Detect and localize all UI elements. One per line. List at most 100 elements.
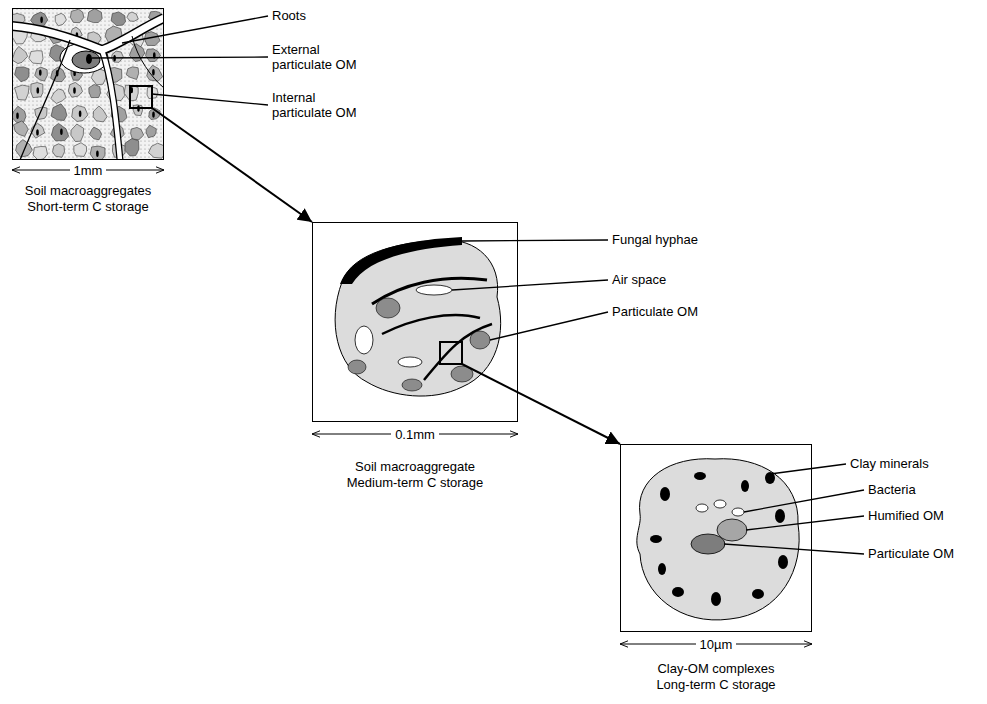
soil-aggregate <box>51 123 68 140</box>
soil-aggregate <box>129 44 144 62</box>
dimension-lines <box>12 170 812 644</box>
soil-aggregate <box>90 127 102 140</box>
root-outline <box>102 50 120 160</box>
callout-label: Internal particulate OM <box>272 90 370 120</box>
soil-aggregate <box>53 144 65 158</box>
dimension-label: 1mm <box>70 163 107 178</box>
soil-aggregate <box>131 127 144 139</box>
soil-aggregate <box>74 143 87 157</box>
zoom-inset <box>130 86 152 108</box>
particulate-om <box>691 534 725 554</box>
soil-aggregate <box>16 140 33 158</box>
organic-fragment <box>73 87 76 93</box>
air-space <box>416 285 452 295</box>
panel-caption: Soil macroaggregate <box>355 459 475 474</box>
dimension-label: 10µm <box>696 637 737 652</box>
bacteria <box>696 500 744 516</box>
soil-aggregate <box>35 67 48 81</box>
root-outline <box>12 18 164 50</box>
soil-aggregate <box>68 82 82 97</box>
callout-label: Particulate OM <box>612 304 698 319</box>
soil-aggregate <box>70 9 83 23</box>
panel-frame: Clay-OM complexesLong-term C storage <box>620 444 812 632</box>
soil-matrix <box>12 8 164 160</box>
soil-aggregate <box>29 51 43 64</box>
soil-aggregate <box>14 121 29 136</box>
organic-fragment <box>152 111 155 117</box>
organic-fragment <box>37 87 40 93</box>
complex <box>637 459 799 620</box>
soil-aggregate <box>15 67 29 82</box>
organic-fragment <box>40 17 43 23</box>
soil-aggregate <box>51 89 66 104</box>
soil-aggregate <box>31 83 43 98</box>
zoom-arrow <box>462 364 620 444</box>
callout-label: External particulate OM <box>272 42 370 72</box>
macroaggregate-illustration <box>335 237 501 396</box>
soil-aggregate <box>149 143 165 158</box>
soil-aggregate <box>33 147 47 161</box>
zoom-arrow <box>152 108 312 222</box>
zoom-inset <box>440 342 462 364</box>
organic-fragment <box>60 129 63 135</box>
organic-fragment <box>16 113 19 119</box>
organic-fragment <box>36 129 39 135</box>
panel-frame: Soil macroaggregatesShort-term C storage <box>12 8 164 160</box>
particulate-om <box>470 331 490 349</box>
soil-aggregate <box>127 12 138 21</box>
soil-aggregate <box>55 13 66 25</box>
callout-label: Roots <box>272 8 306 23</box>
panel-caption: Clay-OM complexes <box>657 661 774 676</box>
soil-aggregate <box>126 67 138 80</box>
soil-aggregate <box>87 9 102 23</box>
panel-caption: Soil macroaggregates <box>25 183 151 198</box>
storage-caption: Medium-term C storage <box>347 475 484 490</box>
callout-label: Bacteria <box>868 482 916 497</box>
leader-lines <box>92 16 864 554</box>
soil-aggregate <box>51 104 67 121</box>
organic-fragment <box>79 111 82 117</box>
fungal-hyphae <box>382 315 480 334</box>
dimension-label: 0.1mm <box>391 427 439 442</box>
storage-caption: Long-term C storage <box>656 677 775 692</box>
callout-label: Fungal hyphae <box>612 232 698 247</box>
soil-aggregate <box>71 124 84 142</box>
air-space <box>355 326 373 354</box>
soil-aggregate <box>12 106 26 122</box>
callout-label: Humified OM <box>868 508 944 523</box>
fine-root <box>20 40 70 160</box>
fungal-hyphae <box>340 237 462 284</box>
external-pom <box>72 51 100 69</box>
callout-label: Air space <box>612 272 666 287</box>
external-pom-core <box>86 54 92 64</box>
soil-aggregate <box>146 49 161 62</box>
soil-aggregate <box>111 12 125 26</box>
soil-aggregate <box>51 67 66 82</box>
macroaggregates-illustration <box>11 8 166 161</box>
root <box>12 18 164 50</box>
organic-fragment <box>152 69 155 75</box>
particulate-om <box>376 298 400 318</box>
particulate-om <box>348 360 366 374</box>
soil-aggregate <box>125 139 139 156</box>
callout-label: Clay minerals <box>850 456 929 471</box>
soil-aggregate <box>146 125 156 138</box>
clay-om-illustration <box>637 459 799 620</box>
soil-aggregate <box>15 85 30 100</box>
soil-aggregate <box>90 146 105 160</box>
storage-caption: Short-term C storage <box>27 199 148 214</box>
panel-frame: Soil macroaggregateMedium-term C storage <box>312 222 518 422</box>
particulate-om <box>402 379 422 391</box>
soil-aggregate <box>72 106 88 122</box>
clay-minerals <box>650 472 788 606</box>
callout-label: Particulate OM <box>868 546 954 561</box>
organic-fragment <box>96 151 99 157</box>
soil-aggregate <box>12 46 28 63</box>
soil-aggregate <box>89 84 101 97</box>
organic-fragment <box>39 69 42 75</box>
soil-aggregate <box>112 51 124 62</box>
soil-aggregate <box>133 105 142 116</box>
soil-aggregates <box>12 9 164 160</box>
